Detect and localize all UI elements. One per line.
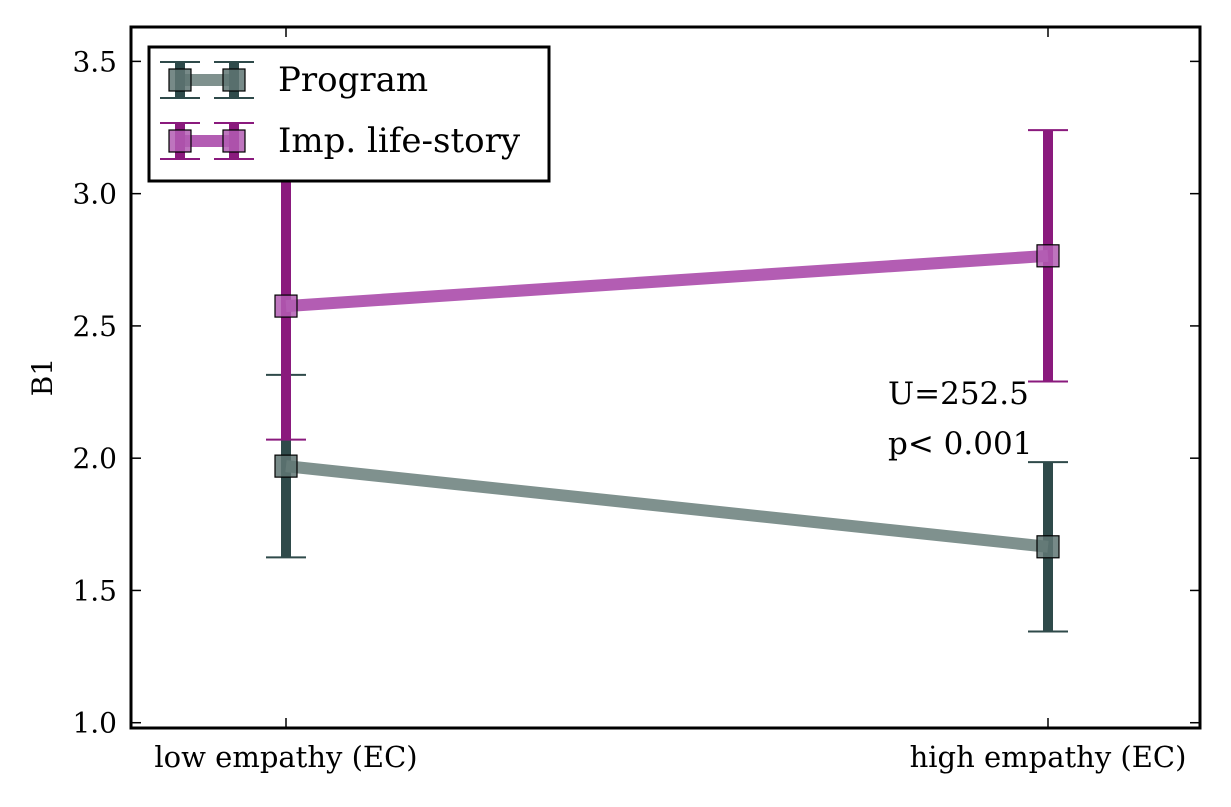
x-tick-label: low empathy (EC) (154, 740, 417, 774)
y-tick-label: 3.5 (72, 45, 117, 78)
data-point-marker (1036, 535, 1060, 559)
data-point-marker (274, 294, 298, 318)
annotation-u-stat: U=252.5 (888, 376, 1029, 412)
legend-swatch-marker (222, 68, 246, 92)
plot-frame (129, 25, 1202, 730)
legend-box (147, 45, 551, 183)
y-tick-label: 1.5 (72, 574, 117, 607)
legend-swatch-marker (168, 68, 192, 92)
data-point-marker (1036, 244, 1060, 268)
y-tick-label: 3.0 (72, 178, 117, 211)
y-tick-label: 2.5 (72, 310, 117, 343)
y-tick-label: 1.0 (72, 707, 117, 740)
legend-swatch-marker (168, 129, 192, 153)
legend-label: Program (278, 60, 428, 100)
legend-swatch-marker (222, 129, 246, 153)
legend-label: Imp. life-story (278, 121, 521, 161)
data-point-marker (274, 454, 298, 478)
x-tick-label: high empathy (EC) (910, 740, 1187, 774)
annotation-p-value: p< 0.001 (888, 426, 1032, 462)
y-axis-label: B1 (26, 358, 59, 396)
series-line (285, 249, 1049, 313)
series-line (285, 460, 1049, 553)
y-tick-label: 2.0 (72, 442, 117, 475)
